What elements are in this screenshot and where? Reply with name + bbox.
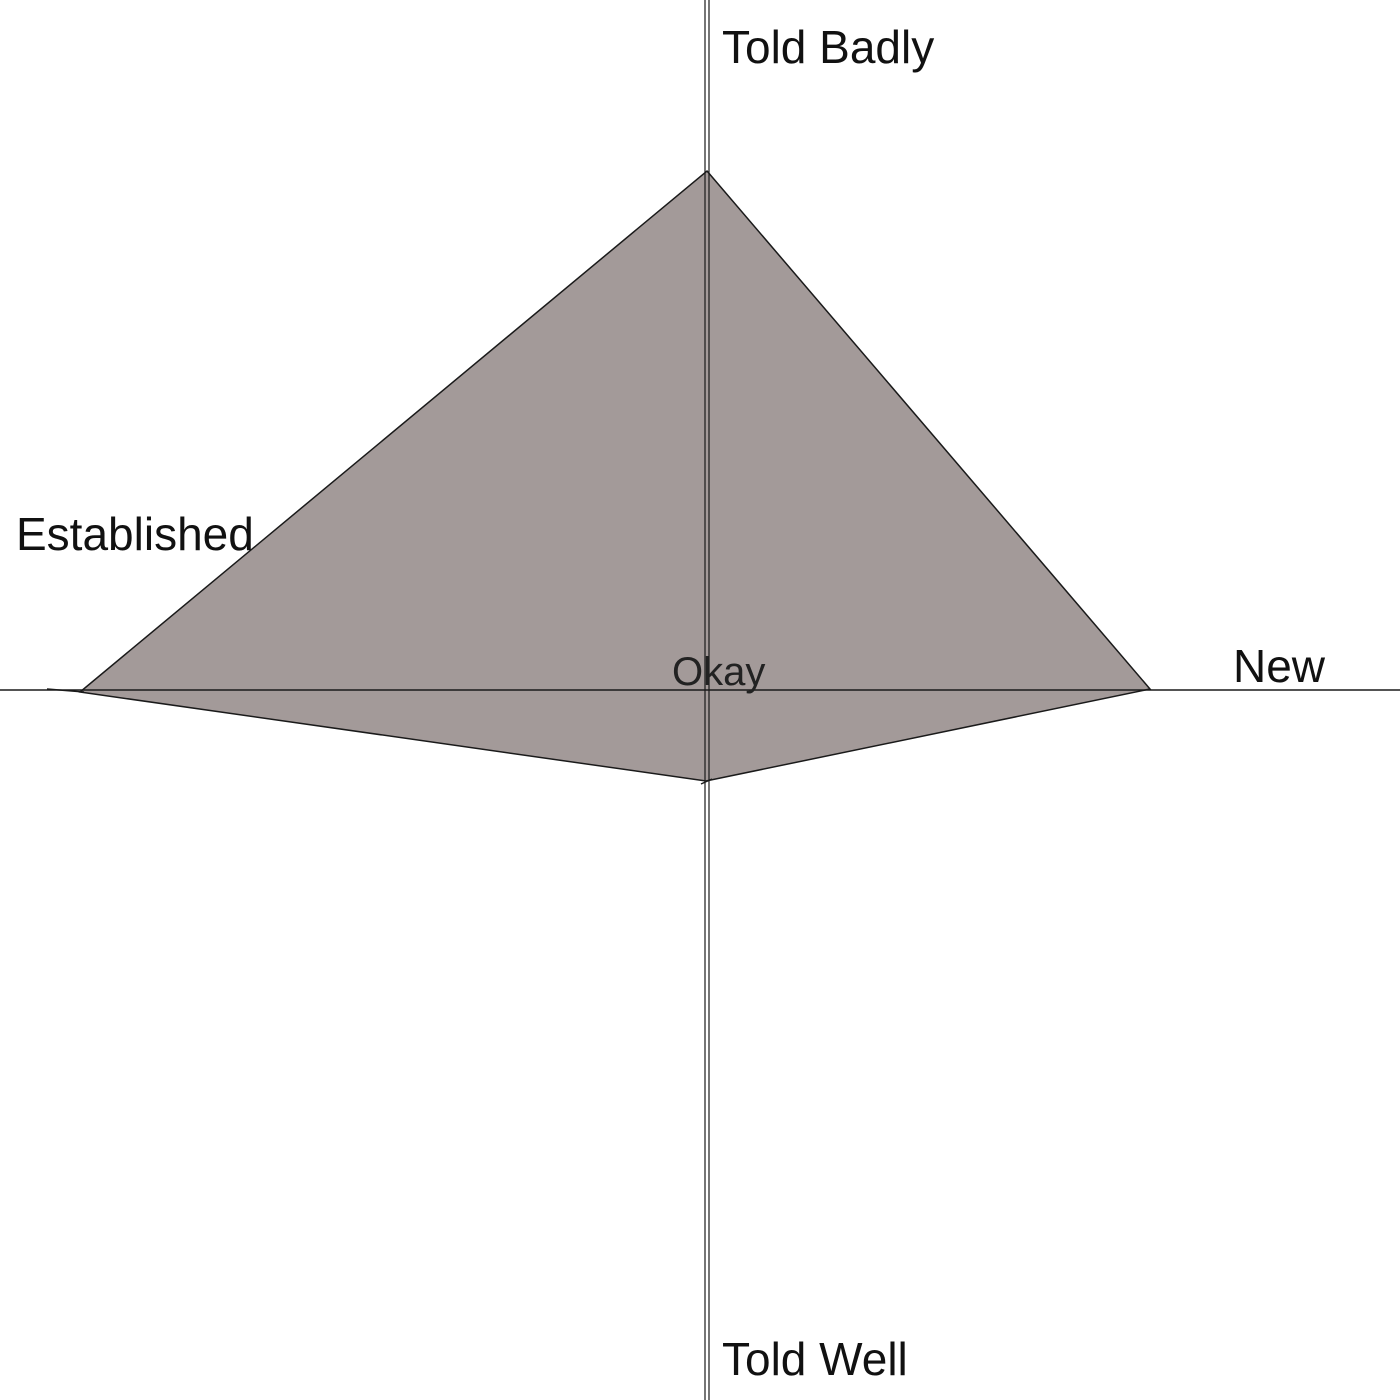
axis-label-established: Established [16, 508, 254, 560]
axis-label-told-badly: Told Badly [722, 21, 935, 73]
axis-label-told-well: Told Well [722, 1333, 908, 1385]
center-label-okay: Okay [672, 650, 766, 694]
axis-label-new: New [1233, 640, 1326, 692]
bottom-corner-tick [700, 778, 713, 785]
